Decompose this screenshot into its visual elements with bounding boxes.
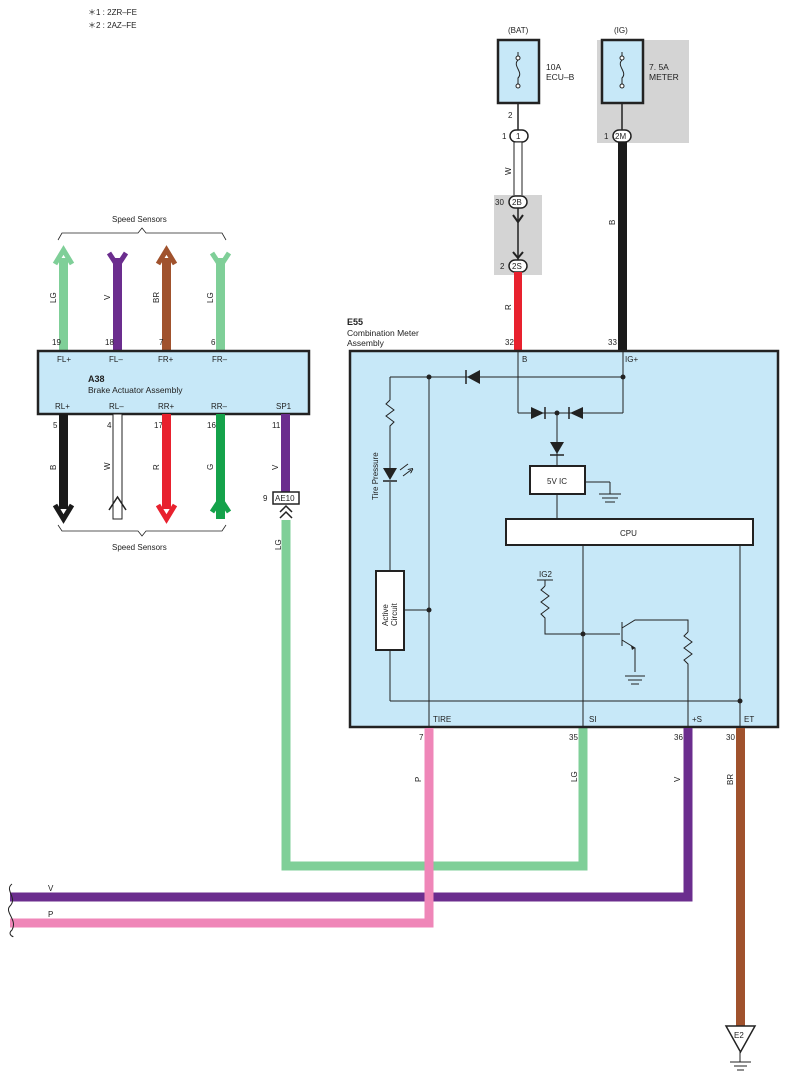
svg-text:Circuit: Circuit xyxy=(390,603,399,626)
svg-text:TIRE: TIRE xyxy=(433,715,451,724)
svg-text:V: V xyxy=(271,464,280,470)
connector-2S: 2S xyxy=(512,262,522,271)
svg-text:LG: LG xyxy=(206,292,215,303)
svg-text:RR–: RR– xyxy=(211,402,228,411)
svg-text:R: R xyxy=(152,464,161,470)
svg-text:19: 19 xyxy=(52,338,61,347)
svg-text:35: 35 xyxy=(569,733,578,742)
svg-text:RR+: RR+ xyxy=(158,402,175,411)
svg-text:FL–: FL– xyxy=(109,355,123,364)
svg-text:Assembly: Assembly xyxy=(347,338,385,348)
svg-text:V: V xyxy=(103,294,112,300)
svg-text:G: G xyxy=(206,464,215,470)
svg-text:IG+: IG+ xyxy=(625,355,638,364)
tire-pressure-indicator: Tire Pressure xyxy=(371,452,380,500)
svg-text:5: 5 xyxy=(53,421,58,430)
actuator-code: A38 xyxy=(88,374,105,384)
svg-text:Combination Meter: Combination Meter xyxy=(347,328,419,338)
svg-text:(BAT): (BAT) xyxy=(508,26,529,35)
svg-text:16: 16 xyxy=(207,421,216,430)
svg-text:BR: BR xyxy=(152,292,161,303)
fuse-bat-name: ECU–B xyxy=(546,72,575,82)
svg-text:B: B xyxy=(49,465,58,470)
ic-5v: 5V IC xyxy=(547,477,567,486)
fuse-ig-rating: 7. 5A xyxy=(649,62,669,72)
svg-text:FL+: FL+ xyxy=(57,355,71,364)
svg-text:+S: +S xyxy=(692,715,702,724)
svg-text:BR: BR xyxy=(726,774,735,785)
svg-text:B: B xyxy=(522,355,527,364)
svg-text:1: 1 xyxy=(516,132,521,141)
svg-text:P: P xyxy=(414,777,423,782)
svg-text:9: 9 xyxy=(263,494,268,503)
combination-meter-assembly: B IG+ xyxy=(348,349,780,729)
meter-code: E55 xyxy=(347,317,363,327)
svg-text:V: V xyxy=(673,776,682,782)
ground-e2: E2 xyxy=(724,1025,757,1071)
svg-text:7: 7 xyxy=(159,338,164,347)
svg-text:ET: ET xyxy=(744,715,754,724)
svg-text:33: 33 xyxy=(608,338,617,347)
svg-text:4: 4 xyxy=(107,421,112,430)
connector-2M: 2M xyxy=(615,132,626,141)
bus-v-label: V xyxy=(48,884,54,893)
svg-text:E2: E2 xyxy=(734,1031,744,1040)
svg-text:RL–: RL– xyxy=(109,402,124,411)
cpu: CPU xyxy=(620,529,637,538)
speed-sensors-bottom-label: Speed Sensors xyxy=(112,543,167,552)
svg-text:SI: SI xyxy=(589,715,597,724)
svg-text:LG: LG xyxy=(570,771,579,782)
svg-text:(IG): (IG) xyxy=(614,26,628,35)
svg-text:2: 2 xyxy=(508,111,513,120)
svg-text:32: 32 xyxy=(505,338,514,347)
fuse-ecu-b: (BAT) 10A ECU–B xyxy=(496,26,575,105)
wire-b-label: B xyxy=(608,220,617,225)
svg-text:W: W xyxy=(103,462,112,470)
svg-text:LG: LG xyxy=(274,539,283,550)
svg-text:17: 17 xyxy=(154,421,163,430)
svg-text:6: 6 xyxy=(211,338,216,347)
ig2-label: IG2 xyxy=(539,570,552,579)
connector-ae10: AE10 xyxy=(275,494,295,503)
svg-text:30: 30 xyxy=(726,733,735,742)
svg-text:7: 7 xyxy=(419,733,424,742)
fuse-meter: (IG) 7. 5A METER xyxy=(597,26,689,143)
brake-actuator-assembly: FL+ FL– FR+ FR– A38 Brake Actuator Assem… xyxy=(36,349,311,416)
svg-text:11: 11 xyxy=(272,421,281,430)
svg-text:FR–: FR– xyxy=(212,355,228,364)
svg-text:1: 1 xyxy=(604,132,609,141)
bus-p-label: P xyxy=(48,910,53,919)
svg-text:18: 18 xyxy=(105,338,114,347)
svg-text:1: 1 xyxy=(502,132,507,141)
svg-text:2: 2 xyxy=(500,262,505,271)
svg-text:36: 36 xyxy=(674,733,683,742)
svg-text:30: 30 xyxy=(495,198,504,207)
active-circuit: Active xyxy=(381,604,390,626)
wire-w-label: W xyxy=(504,167,513,175)
wire-r-label: R xyxy=(504,304,513,310)
svg-text:LG: LG xyxy=(49,292,58,303)
svg-text:FR+: FR+ xyxy=(158,355,174,364)
speed-sensors-top-label: Speed Sensors xyxy=(112,215,167,224)
svg-text:SP1: SP1 xyxy=(276,402,292,411)
connector-2B: 2B xyxy=(512,198,522,207)
svg-text:RL+: RL+ xyxy=(55,402,70,411)
fuse-bat-rating: 10A xyxy=(546,62,561,72)
note-1: ＊1 : 2ZR–FE xyxy=(88,8,137,17)
actuator-name: Brake Actuator Assembly xyxy=(88,385,183,395)
fuse-ig-name: METER xyxy=(649,72,679,82)
note-2: ＊2 : 2AZ–FE xyxy=(88,21,136,30)
